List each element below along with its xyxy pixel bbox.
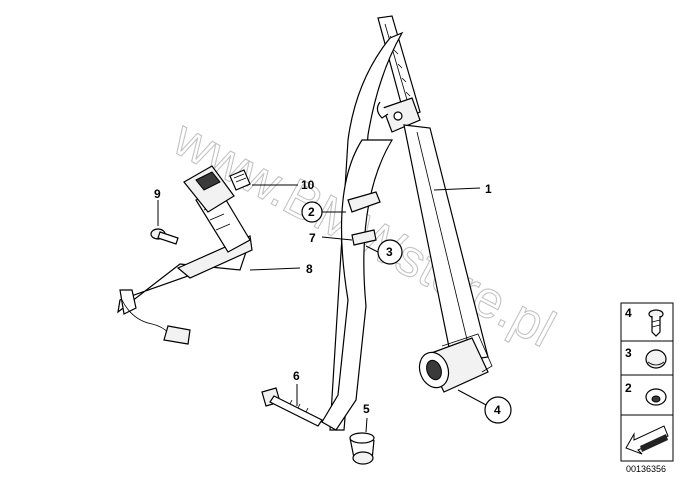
seat-belt-assembly bbox=[321, 15, 493, 431]
reference-number: 00136356 bbox=[626, 464, 666, 474]
callout-1: 1 bbox=[485, 182, 492, 196]
callout-10: 10 bbox=[301, 178, 315, 192]
direction-arrow-icon bbox=[625, 425, 669, 455]
cap-icon bbox=[645, 349, 667, 369]
screw-9 bbox=[150, 228, 179, 245]
callout-7: 7 bbox=[309, 231, 316, 245]
callout-3-circle bbox=[377, 239, 403, 265]
retractor bbox=[418, 333, 493, 393]
buckle-assembly bbox=[117, 165, 253, 345]
callout-9: 9 bbox=[154, 187, 161, 201]
callout-3: 3 bbox=[386, 245, 393, 259]
callout-4: 4 bbox=[494, 403, 501, 417]
button-stop-icon bbox=[645, 388, 667, 406]
legend-panel: 4 3 2 bbox=[620, 302, 674, 462]
label-sticker bbox=[229, 169, 251, 191]
legend-label-2: 2 bbox=[625, 381, 632, 395]
legend-label-4: 4 bbox=[625, 306, 632, 320]
leader-lines bbox=[157, 184, 489, 433]
spacer-sleeve bbox=[349, 432, 375, 465]
callout-2-circle bbox=[301, 201, 323, 223]
callout-5: 5 bbox=[363, 402, 370, 416]
callout-6: 6 bbox=[293, 369, 300, 383]
callout-8: 8 bbox=[306, 262, 313, 276]
legend-label-3: 3 bbox=[625, 346, 632, 360]
anchor-bolt bbox=[261, 387, 323, 427]
screw-icon bbox=[648, 309, 664, 337]
callout-2: 2 bbox=[308, 205, 315, 219]
callouts: 1 2 3 4 5 6 7 8 9 10 bbox=[154, 178, 512, 424]
callout-4-circle bbox=[484, 396, 512, 424]
